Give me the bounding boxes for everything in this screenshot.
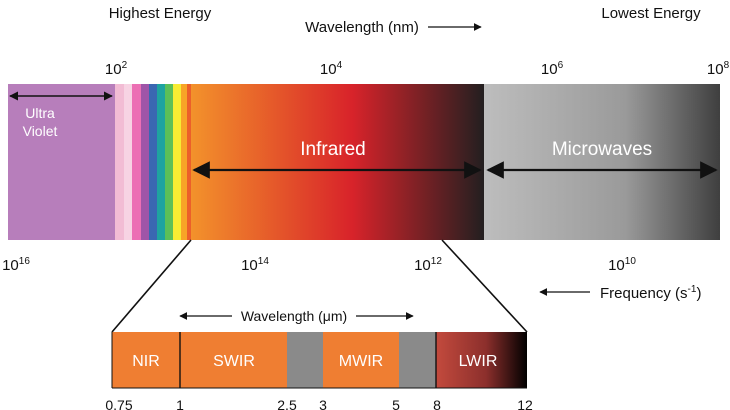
visible-stripe [187,84,191,240]
visible-stripe [124,84,132,240]
ir-tick-label: 1 [176,397,184,410]
zoom-connector-right [441,239,528,333]
band-mwir [323,332,399,388]
ir-tick-labels: 0.75 1 2.5 3 5 8 12 [105,397,533,410]
wavelength-tick-labels: 102 104 106 108 [105,60,730,78]
wavelength-tick-label: 106 [541,60,564,78]
visible-stripe [141,84,149,240]
wavelength-tick-label: 102 [105,60,128,78]
ir-tick-label: 2.5 [277,397,297,410]
band-swir [180,332,287,388]
band-gap [287,332,323,388]
frequency-tick-label: 1016 [2,256,30,274]
ultraviolet-label-line2: Violet [23,123,58,139]
visible-stripe [157,84,165,240]
band-label-swir: SWIR [213,353,255,370]
frequency-tick-label: 1012 [414,256,442,274]
visible-stripe [173,84,181,240]
infrared-region [191,84,484,240]
frequency-heading: Frequency (s-1) [600,284,701,302]
microwave-region [484,84,720,240]
visible-light-stripes [115,84,191,240]
frequency-tick-labels: 1016 1014 1012 1010 [2,256,636,274]
band-label-nir: NIR [132,353,160,370]
ir-tick-label: 3 [319,397,327,410]
wavelength-tick-label: 104 [320,60,343,78]
frequency-tick-label: 1014 [241,256,269,274]
band-gap [399,332,436,388]
microwaves-label: Microwaves [552,139,652,160]
band-label-lwir: LWIR [459,353,498,370]
band-label-mwir: MWIR [339,353,383,370]
visible-stripe [132,84,141,240]
zoom-connector-left [111,239,192,333]
wavelength-um-heading: Wavelength (μm) [241,308,347,324]
ir-tick-label: 0.75 [105,397,132,410]
band-lwir [436,332,527,388]
frequency-tick-label: 1010 [608,256,636,274]
ir-tick-label: 8 [433,397,441,410]
band-nir [112,332,180,388]
wavelength-nm-heading: Wavelength (nm) [305,19,419,36]
lowest-energy-heading: Lowest Energy [601,5,701,22]
highest-energy-heading: Highest Energy [109,5,212,22]
visible-stripe [165,84,173,240]
ultraviolet-label-line1: Ultra [25,105,55,121]
infrared-label: Infrared [300,139,365,160]
spectrum-bar [8,84,720,240]
visible-stripe [181,84,187,240]
ir-tick-label: 12 [517,397,533,410]
visible-stripe [149,84,157,240]
ultraviolet-region [8,84,115,240]
wavelength-tick-label: 108 [707,60,730,78]
visible-stripe [115,84,124,240]
ir-subband-bar: NIR SWIR MWIR LWIR [111,332,527,389]
ir-tick-label: 5 [392,397,400,410]
